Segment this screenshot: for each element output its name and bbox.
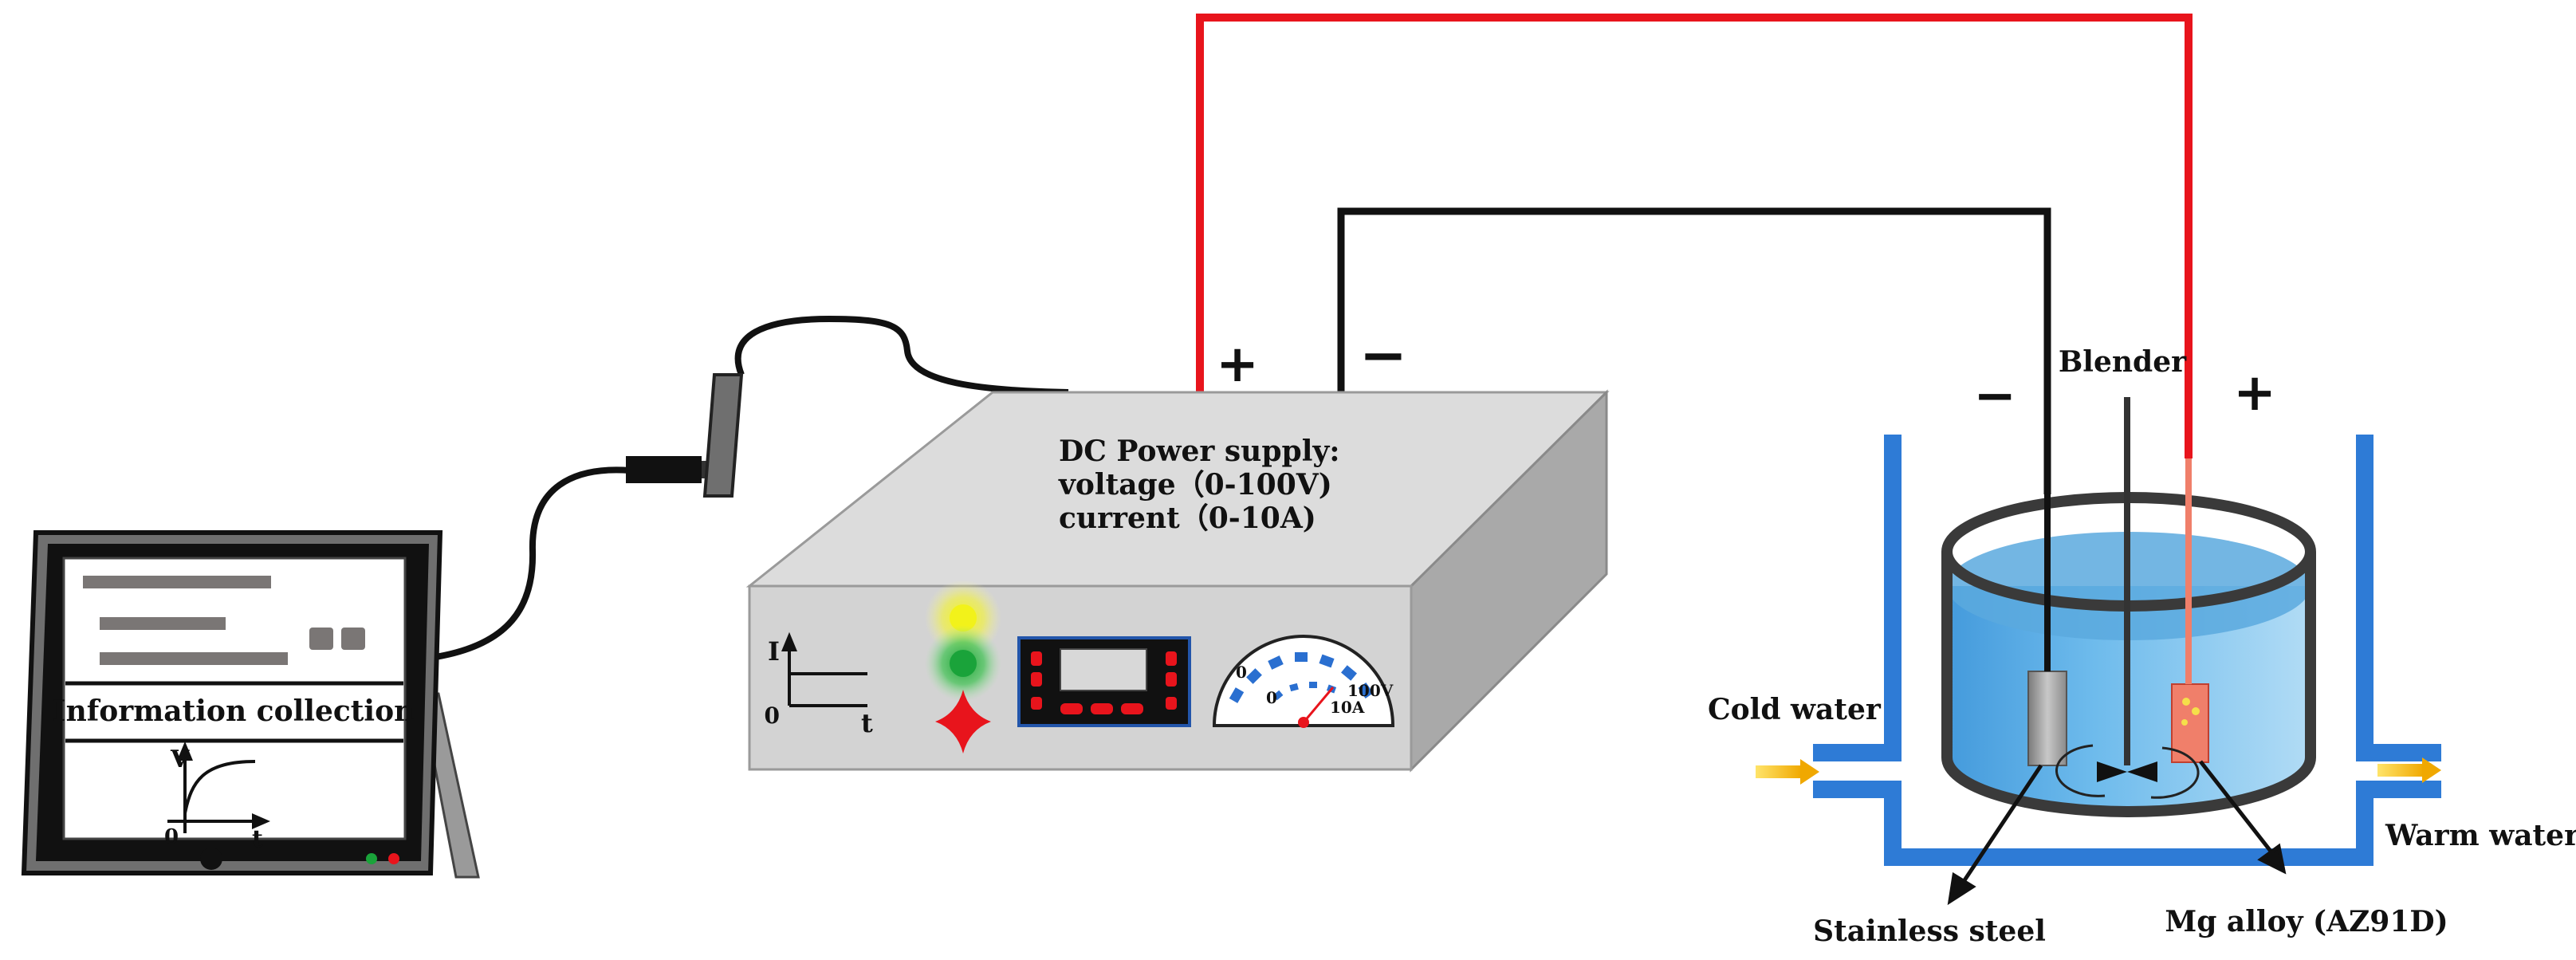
warm-water-outlet-arrow bbox=[2377, 757, 2441, 783]
data-cable bbox=[430, 315, 1069, 661]
analog-meter bbox=[1212, 635, 1395, 728]
computer-graph-axis-t: t bbox=[252, 825, 263, 853]
power-supply-current: current（0-10A) bbox=[1059, 502, 1316, 535]
mg-alloy-electrode bbox=[2171, 683, 2209, 763]
graph-axis-i: I bbox=[768, 636, 780, 667]
warm-water-label: Warm water bbox=[2385, 819, 2576, 852]
meter-voltage-label: 100V bbox=[1347, 681, 1394, 700]
usb-connector bbox=[626, 373, 744, 498]
blender-impeller bbox=[2055, 744, 2200, 799]
positive-wire bbox=[1196, 14, 2193, 458]
blender-label: Blender bbox=[2059, 345, 2187, 379]
positive-terminal-sign: + bbox=[1216, 335, 1259, 394]
meter-current-label: 10A bbox=[1330, 698, 1365, 717]
data-acquisition-computer bbox=[21, 530, 480, 879]
graph-origin: 0 bbox=[765, 702, 780, 729]
cold-water-label: Cold water bbox=[1708, 693, 1882, 726]
meter-zero-inner: 0 bbox=[1266, 688, 1277, 707]
computer-title: Information collection bbox=[53, 694, 415, 728]
home-button[interactable] bbox=[200, 848, 222, 870]
cell-negative-sign: − bbox=[1973, 367, 2016, 426]
graph-axis-t: t bbox=[861, 708, 873, 738]
digital-control-panel bbox=[1017, 636, 1191, 727]
negative-wire bbox=[1337, 207, 2051, 494]
cold-water-inlet-arrow bbox=[1756, 759, 1819, 785]
stainless-steel-electrode bbox=[2027, 671, 2067, 766]
computer-graph-origin: 0 bbox=[164, 825, 179, 849]
current-time-graph bbox=[781, 631, 867, 707]
red-control-button[interactable] bbox=[935, 690, 991, 753]
meter-zero-outer: 0 bbox=[1236, 663, 1247, 682]
water-jacket bbox=[1813, 435, 2441, 866]
computer-graph-axis-v: V bbox=[170, 746, 190, 773]
stainless-steel-label: Stainless steel bbox=[1813, 915, 2046, 948]
mg-alloy-label: Mg alloy (AZ91D) bbox=[2165, 905, 2448, 938]
negative-terminal-sign: − bbox=[1359, 321, 1407, 388]
status-light-green bbox=[366, 853, 377, 864]
mg-alloy-pointer bbox=[2199, 760, 2287, 875]
stainless-steel-pointer bbox=[1947, 764, 2043, 906]
yellow-indicator-light bbox=[950, 604, 977, 631]
green-indicator-light bbox=[950, 650, 977, 677]
power-supply-title: DC Power supply: bbox=[1059, 435, 1340, 468]
cell-positive-sign: + bbox=[2233, 364, 2276, 423]
power-supply-voltage: voltage（0-100V) bbox=[1058, 468, 1332, 502]
status-light-red bbox=[388, 853, 399, 864]
computer-screen bbox=[62, 557, 407, 840]
